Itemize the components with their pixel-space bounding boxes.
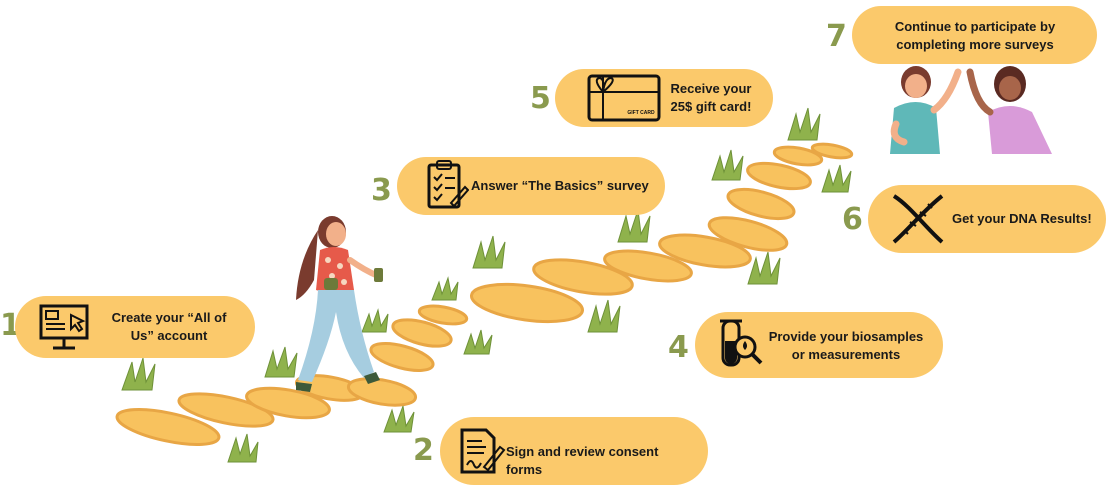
stepping-stone xyxy=(469,282,585,324)
gift-card-icon: GIFT CARD xyxy=(587,74,661,122)
grass-tuft xyxy=(121,357,156,391)
step-7-text: Continue to participate by completing mo… xyxy=(894,19,1056,52)
step-3-pill: Answer “The Basics” survey xyxy=(397,157,665,215)
stepping-stone xyxy=(726,187,796,221)
grass-tuft xyxy=(383,405,415,433)
step-number: 6 xyxy=(842,202,863,237)
step-number: 5 xyxy=(530,81,551,116)
dna-icon xyxy=(892,194,944,244)
step-1-pill: Create your “All of Us” account xyxy=(15,296,255,358)
step-number: 4 xyxy=(668,330,689,365)
signed-document-icon xyxy=(460,428,506,474)
stepping-stone xyxy=(369,342,435,372)
step-number: 7 xyxy=(826,19,847,54)
grass-tuft xyxy=(711,149,744,181)
stepping-stone xyxy=(346,377,418,407)
grass-tuft xyxy=(821,164,852,193)
stepping-stone xyxy=(177,392,275,428)
stepping-stone xyxy=(391,318,453,348)
walking-woman-illustration xyxy=(296,216,383,392)
grass-tuft xyxy=(472,235,506,269)
stepping-stone xyxy=(532,258,634,296)
grass-tuft xyxy=(617,209,651,243)
step-7-pill: Continue to participate by completing mo… xyxy=(852,6,1097,64)
grass-tuft xyxy=(431,276,459,301)
step-5-text: Receive your 25$ gift card! xyxy=(670,81,752,114)
stepping-stone xyxy=(417,304,469,326)
grass-tuft xyxy=(227,433,259,463)
grass-tuft xyxy=(463,329,493,355)
grass-tuft xyxy=(747,251,781,285)
step-4-text: Provide your biosamples or measurements xyxy=(768,329,924,362)
high-five-people-icon xyxy=(890,66,1052,154)
grass-tuft xyxy=(787,107,821,141)
stepping-stone xyxy=(772,145,824,167)
grass-tuft xyxy=(264,346,298,378)
stepping-stone xyxy=(810,142,854,160)
step-2-text: Sign and review consent forms xyxy=(506,444,659,477)
step-6-text: Get your DNA Results! xyxy=(952,211,1092,226)
gift-card-label: GIFT CARD xyxy=(627,110,655,116)
stepping-stone xyxy=(746,161,812,191)
stepping-stone xyxy=(603,249,693,283)
grass-tuft xyxy=(361,308,389,333)
step-1-text: Create your “All of Us” account xyxy=(111,310,227,343)
step-5-pill: GIFT CARD Receive your 25$ gift card! xyxy=(555,69,773,127)
step-6-pill: Get your DNA Results! xyxy=(868,185,1106,253)
stepping-stone xyxy=(115,408,221,446)
stepping-stone xyxy=(707,216,789,252)
step-2-pill: Sign and review consent forms xyxy=(440,417,708,485)
grass-tuft xyxy=(587,299,621,333)
computer-icon xyxy=(39,304,89,350)
step-3-text: Answer “The Basics” survey xyxy=(471,178,649,193)
test-tube-magnifier-icon xyxy=(720,319,763,367)
stepping-stone xyxy=(245,386,331,420)
step-4-pill: Provide your biosamples or measurements xyxy=(695,312,943,378)
stepping-stone xyxy=(658,233,752,269)
step-number: 2 xyxy=(413,433,434,468)
step-number: 3 xyxy=(371,173,392,208)
clipboard-checklist-icon xyxy=(427,160,469,209)
